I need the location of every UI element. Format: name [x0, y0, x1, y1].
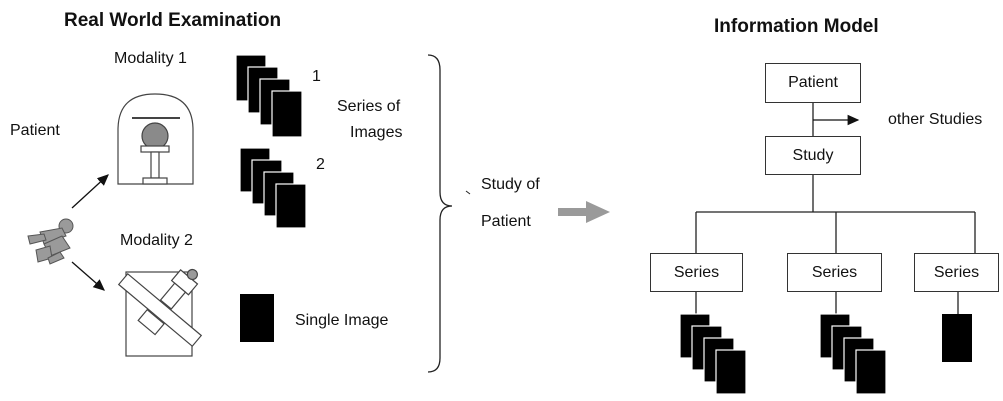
patient-box: Patient: [765, 63, 861, 103]
series-number-2: 2: [316, 156, 325, 173]
right-title: Information Model: [714, 16, 879, 37]
study-label-line1: Study of: [481, 176, 540, 193]
series-number-1: 1: [312, 68, 321, 85]
patient-figure-icon: [27, 218, 74, 265]
brace-tick: [465, 190, 471, 195]
modality2-label: Modality 2: [120, 232, 193, 249]
left-title: Real World Examination: [64, 10, 282, 31]
modality1-label: Modality 1: [114, 50, 187, 67]
series-box-2: Series: [787, 253, 882, 292]
model-image-stack-1: [679, 313, 747, 395]
study-brace: [427, 54, 453, 373]
image-stack-series1: [235, 54, 303, 138]
tree-connectors: [695, 103, 976, 315]
series-label-line2: Images: [350, 124, 403, 141]
study-label-line2: Patient: [481, 213, 531, 230]
modality1-scanner-icon: [117, 93, 194, 185]
patient-to-modality1-arrow: [71, 174, 109, 209]
single-image-icon: [240, 294, 274, 342]
model-image-stack-2: [819, 313, 887, 395]
single-image-label: Single Image: [295, 312, 389, 329]
series-label-line1: Series of: [337, 98, 401, 115]
image-stack-series2: [239, 147, 307, 229]
patient-to-modality2-arrow: [71, 261, 105, 291]
transform-arrow: [558, 201, 610, 223]
study-box: Study: [765, 136, 861, 175]
patient-label: Patient: [10, 122, 60, 139]
series-box-3: Series: [914, 253, 999, 292]
other-studies-label: other Studies: [888, 111, 983, 128]
model-single-image: [942, 314, 972, 362]
series-box-1: Series: [650, 253, 743, 292]
modality2-carm-icon: [117, 268, 203, 357]
